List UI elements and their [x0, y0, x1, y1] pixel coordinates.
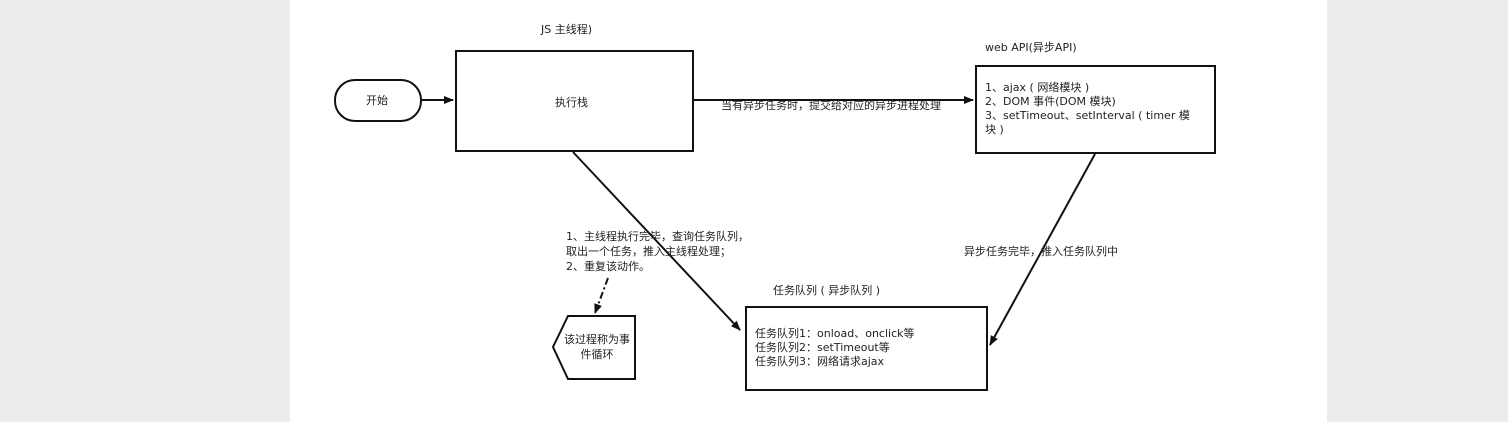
async-dispatch-label: 当有异步任务时，提交给对应的异步进程处理: [721, 99, 941, 112]
async-done-label: 异步任务完毕，推入任务队列中: [964, 245, 1118, 258]
webapi-item: 3、setTimeout、setInterval ( timer 模: [985, 109, 1190, 122]
main-note-line: 2、重复该动作。: [566, 260, 650, 273]
js-main-thread-title: JS 主线程): [541, 23, 593, 36]
stack-to-queue-arrow: [572, 151, 741, 331]
task-queue-title: 任务队列 ( 异步队列 ): [773, 284, 881, 297]
start-label: 开始: [366, 94, 388, 107]
main-note-line: 取出一个任务，推入主线程处理；: [566, 245, 731, 258]
task-queue-item: 任务队列3：网络请求ajax: [755, 355, 885, 368]
task-queue-box: 任务队列1：onload、onclick等 任务队列2：setTimeout等 …: [745, 306, 988, 391]
exec-stack-label: 执行栈: [555, 96, 588, 109]
main-note: 1、主线程执行完毕，查询任务队列， 取出一个任务，推入主线程处理； 2、重复该动…: [566, 229, 749, 274]
exec-stack-box: 执行栈: [455, 50, 694, 152]
task-queue-item: 任务队列1：onload、onclick等: [755, 327, 915, 340]
event-loop-dashed-arrow: [594, 277, 609, 314]
webapi-item: 块 ): [985, 123, 1004, 136]
webapi-item: 2、DOM 事件(DOM 模块): [985, 95, 1116, 108]
webapi-item: 1、ajax ( 网络模块 ): [985, 81, 1090, 94]
webapi-title: web API(异步API): [985, 41, 1077, 54]
task-queue-item: 任务队列2：setTimeout等: [755, 341, 890, 354]
event-loop-line: 该过程称为事: [564, 333, 630, 346]
webapi-to-queue-arrow: [989, 153, 1096, 346]
main-note-line: 1、主线程执行完毕，查询任务队列，: [566, 230, 749, 243]
task-queue-list: 任务队列1：onload、onclick等 任务队列2：setTimeout等 …: [755, 327, 915, 369]
event-loop-label: 该过程称为事 件循环: [561, 332, 633, 362]
webapi-list: 1、ajax ( 网络模块 ) 2、DOM 事件(DOM 模块) 3、setTi…: [985, 81, 1190, 137]
event-loop-node: [551, 315, 636, 380]
webapi-box: 1、ajax ( 网络模块 ) 2、DOM 事件(DOM 模块) 3、setTi…: [975, 65, 1216, 154]
event-loop-line: 件循环: [580, 348, 614, 361]
